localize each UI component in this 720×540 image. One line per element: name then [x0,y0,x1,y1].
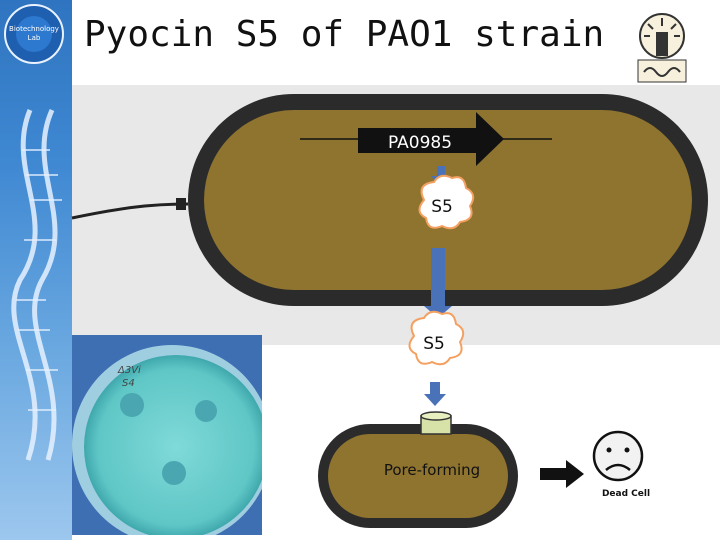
result-arrow-stem [540,468,566,480]
inhibition-zone [195,400,217,422]
university-emblem-icon [637,13,687,83]
target-cell-label: Pore-forming [383,461,481,479]
logo-text: Biotechnology Lab [9,16,59,52]
result-arrow-head [566,460,584,488]
flagellum [71,202,189,220]
attack-arrow-stem [430,382,440,394]
inhibition-zone [162,461,186,485]
dead-cell-label: Dead Cell [601,489,651,499]
slide-title: Pyocin S5 of PAO1 strain [84,14,605,55]
target-cell-body [328,434,508,518]
attack-arrow-head [424,394,446,406]
expression-arrow-stem [437,166,445,176]
university-logo: Biotechnology Lab [4,4,64,64]
pore-channel-top [420,411,452,421]
plate-handwriting-1: Δ3Vi [118,365,141,376]
petri-dish-photo: Δ3Vi S4 [72,335,262,535]
plate-handwriting-2: S4 [122,378,135,389]
sidebar-decoration [0,0,72,540]
sad-face-icon [592,430,644,482]
flagellum-base [176,198,186,210]
pyocin-label-intracellular: S5 [431,197,453,217]
petri-dish-graphic [72,335,262,535]
dna-helix-icon [11,108,62,461]
pyocin-label-extracellular: S5 [423,334,445,354]
gene-label: PA0985 [387,133,453,153]
gene-arrow [358,112,504,166]
secretion-arrow-stem [431,248,445,306]
pyocin-cloud-2 [408,310,465,366]
inhibition-zone [120,393,144,417]
pyocin-cloud-1 [418,174,475,230]
